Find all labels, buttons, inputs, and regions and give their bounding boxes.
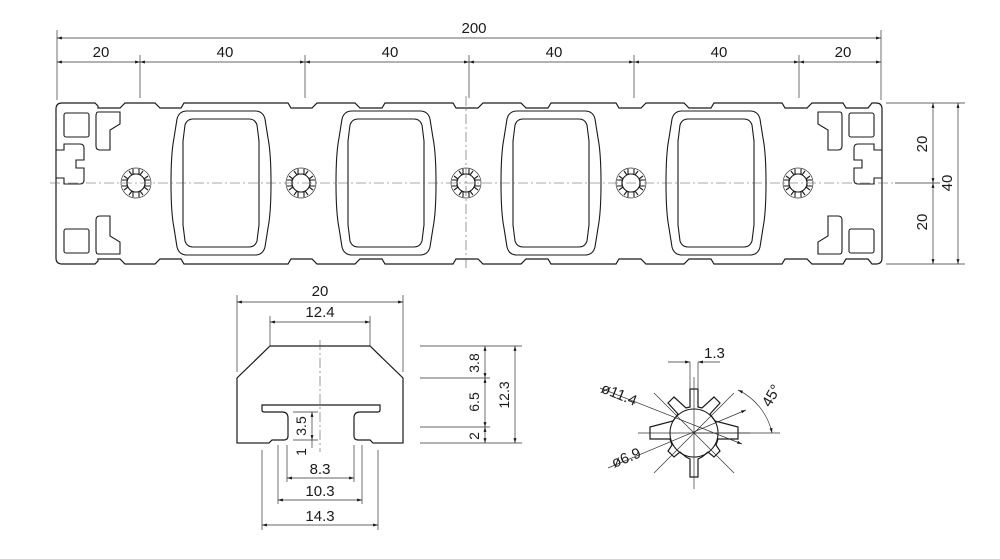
slot-detail: 20 12.4 3.8 6.5 2 12.3 3.5 1 (236, 283, 522, 530)
dim-height-lower: 20 (914, 214, 931, 231)
dim-key-width: 1.3 (704, 345, 725, 362)
dim-slot-3-8: 3.8 (466, 353, 482, 373)
dim-seg-4: 40 (546, 44, 563, 61)
dim-overall-width: 200 (461, 20, 486, 37)
top-dimensions: 200 20 40 40 40 40 20 (56, 20, 882, 100)
dim-slot-2: 2 (466, 432, 482, 440)
dim-slot-6-5: 6.5 (466, 392, 482, 412)
dim-total-height: 40 (939, 175, 956, 192)
dim-slot-top: 12.4 (305, 304, 334, 321)
dim-slot-3-5: 3.5 (293, 416, 309, 436)
dim-slot-14-3: 14.3 (305, 508, 334, 525)
dim-angle: 45° (759, 382, 785, 410)
dim-seg-5: 40 (711, 44, 728, 61)
dim-slot-12-3: 12.3 (496, 381, 512, 408)
dim-outer-dia: ø11.4 (599, 380, 640, 410)
core-detail: 1.3 ø11.4 ø6.9 45° (599, 345, 785, 489)
dim-seg-3: 40 (382, 44, 399, 61)
dim-slot-10-3: 10.3 (305, 483, 334, 500)
dim-slot-width: 20 (312, 283, 329, 300)
profile-cross-section (50, 96, 895, 270)
dim-inner-dia: ø6.9 (609, 445, 643, 472)
dim-slot-1: 1 (293, 448, 309, 456)
right-dimensions: 20 20 40 (886, 102, 965, 265)
dim-seg-2: 40 (217, 44, 234, 61)
dim-seg-1: 20 (93, 44, 110, 61)
dim-seg-6: 20 (835, 44, 852, 61)
dim-slot-8-3: 8.3 (310, 461, 331, 478)
dim-height-upper: 20 (914, 136, 931, 153)
